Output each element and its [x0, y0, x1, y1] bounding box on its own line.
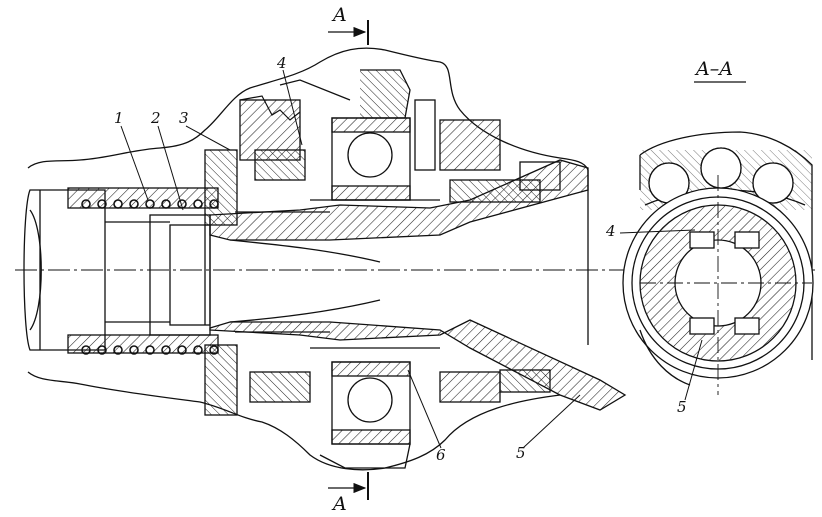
callout-4-main: 4	[277, 54, 287, 72]
bearing-ball-top	[347, 132, 393, 178]
section-letter-bottom: A	[333, 493, 347, 515]
section-view-a-a	[622, 131, 814, 395]
callout-5-main: 5	[516, 444, 526, 462]
section-view-title: A–A	[696, 58, 733, 80]
callout-1: 1	[114, 109, 124, 127]
callout-4-section: 4	[606, 222, 616, 240]
section-letter-top: A	[333, 4, 347, 26]
callout-5-section: 5	[677, 398, 687, 416]
callout-2: 2	[151, 109, 161, 127]
housing-outline-bottom	[27, 371, 561, 471]
shaft-lower	[209, 319, 627, 411]
bearing-ball-bottom	[347, 377, 393, 423]
shaft-upper	[209, 159, 589, 241]
callout-6: 6	[436, 446, 446, 464]
housing-outline	[27, 47, 589, 171]
callout-3: 3	[179, 109, 189, 127]
